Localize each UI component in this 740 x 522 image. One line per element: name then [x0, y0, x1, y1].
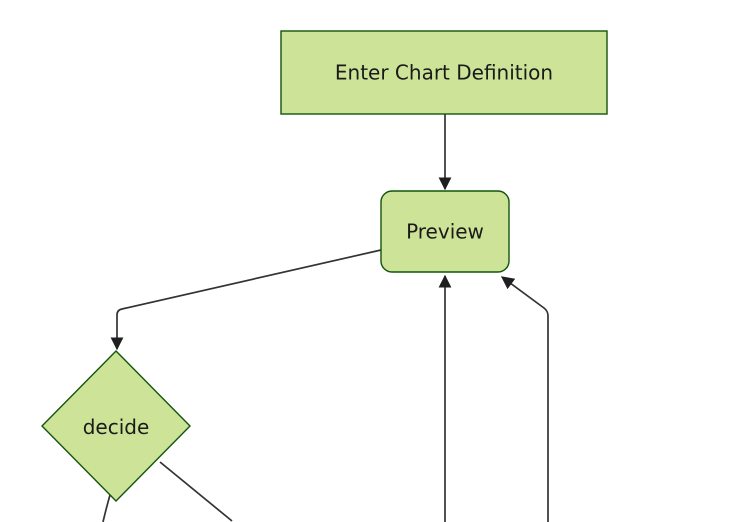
node-enter-chart-definition: Enter Chart Definition: [280, 30, 608, 115]
node-enter-chart-definition-shape: [280, 30, 608, 115]
edge-decide-to-offscreen-bottom-right: [159, 461, 233, 522]
node-enter-chart-definition-label: Enter Chart Definition: [335, 61, 553, 85]
node-preview-shape: [380, 190, 510, 273]
node-decide-shape: [41, 350, 191, 502]
edge-preview-to-decide: [110, 249, 382, 351]
node-decide: decide: [41, 350, 191, 502]
edge-offscreen-bottom-right-to-preview: [500, 276, 549, 522]
node-decide-label: decide: [83, 415, 150, 439]
edge-decide-to-offscreen-bottom-left: [102, 494, 111, 522]
node-preview: Preview: [380, 190, 510, 273]
node-preview-label: Preview: [406, 220, 484, 244]
